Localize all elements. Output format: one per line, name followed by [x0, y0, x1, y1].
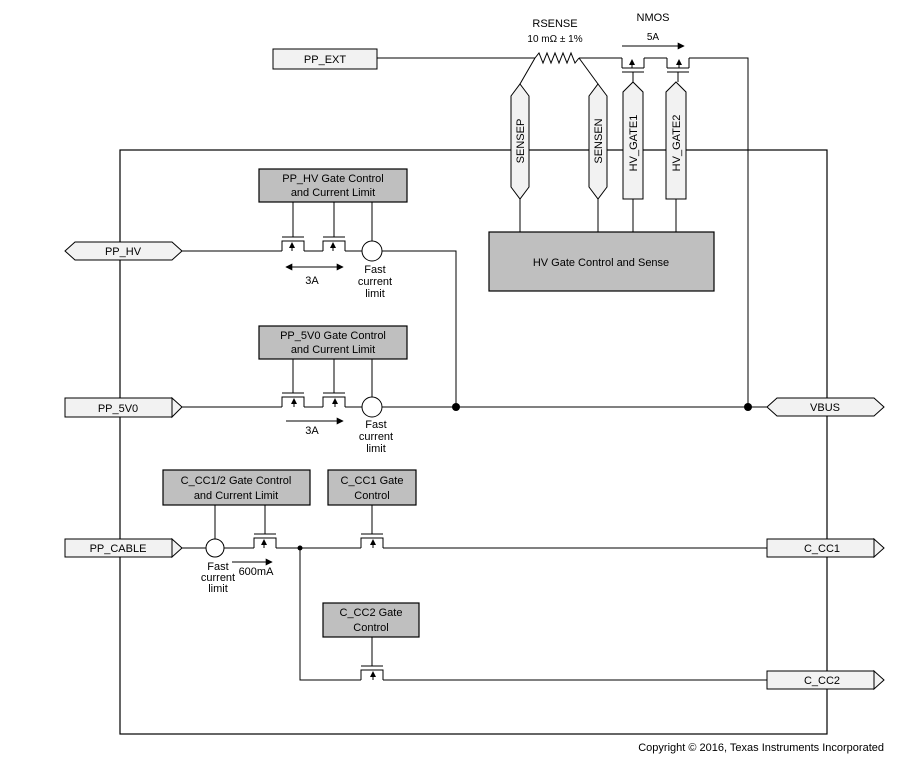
pp-cable-port: PP_CABLE — [64, 537, 183, 559]
rsense-value: 10 mΩ ± 1% — [527, 34, 582, 45]
sensep-pin: SENSEP — [510, 83, 530, 200]
pp-cable-fast-limit-label: Fast current limit — [201, 561, 235, 595]
junction-dot — [452, 403, 460, 411]
nmos-current: 5A — [647, 32, 660, 43]
pp-hv-fast-limit-label: Fast current limit — [358, 264, 392, 300]
pp-5v0-fast-limit-label: Fast current limit — [359, 419, 393, 455]
hv-gate1-pin: HV_GATE1 — [622, 81, 644, 200]
c-cc2-port: C_CC2 — [766, 669, 885, 691]
c-cc1-port: C_CC1 — [766, 537, 885, 559]
svg-text:SENSEP: SENSEP — [515, 119, 527, 164]
c-cc2-gate-control-block: C_CC2 Gate Control — [322, 602, 420, 638]
svg-text:limit: limit — [366, 443, 386, 455]
svg-text:HV_GATE1: HV_GATE1 — [628, 115, 640, 172]
svg-text:Fast: Fast — [365, 419, 386, 431]
vbus-port: VBUS — [766, 397, 885, 417]
pp-ext-port: PP_EXT — [272, 48, 378, 70]
svg-text:and Current Limit: and Current Limit — [194, 490, 278, 502]
pp-5v0-port: PP_5V0 — [64, 396, 183, 419]
pp-ext-label: PP_EXT — [304, 54, 346, 66]
svg-text:limit: limit — [208, 583, 228, 595]
svg-text:C_CC2: C_CC2 — [804, 675, 840, 687]
svg-text:VBUS: VBUS — [810, 402, 840, 414]
svg-text:Fast: Fast — [364, 264, 385, 276]
c-cc1-gate-control-block: C_CC1 Gate Control — [327, 469, 417, 506]
svg-text:HV Gate Control and Sense: HV Gate Control and Sense — [533, 257, 669, 269]
pp-hv-port: PP_HV — [64, 241, 183, 261]
svg-text:Control: Control — [353, 622, 388, 634]
svg-text:PP_HV: PP_HV — [105, 246, 142, 258]
nmos-title: NMOS — [637, 12, 670, 24]
hv-gate2-pin: HV_GATE2 — [665, 81, 687, 200]
rsense-resistor — [534, 51, 580, 65]
copyright-text: Copyright © 2016, Texas Instruments Inco… — [638, 742, 884, 754]
pp-5v0-gate-control-block: PP_5V0 Gate Control and Current Limit — [258, 325, 408, 360]
svg-text:Fast: Fast — [207, 561, 228, 573]
svg-text:and Current Limit: and Current Limit — [291, 187, 375, 199]
pp-5v0-fet-2 — [322, 359, 346, 407]
ic-outline — [119, 149, 828, 735]
svg-text:and Current Limit: and Current Limit — [291, 344, 375, 356]
rsense-title: RSENSE — [532, 18, 577, 30]
svg-text:PP_HV Gate Control: PP_HV Gate Control — [282, 173, 384, 185]
svg-text:PP_5V0 Gate Control: PP_5V0 Gate Control — [280, 330, 386, 342]
nmos-1 — [621, 58, 645, 82]
pp-hv-fet-1 — [281, 202, 305, 251]
sensen-pin: SENSEN — [588, 83, 608, 200]
pp-hv-fet-2 — [322, 202, 346, 251]
svg-text:Control: Control — [354, 490, 389, 502]
pp-5v0-current-sense — [361, 396, 383, 418]
pp-hv-gate-control-block: PP_HV Gate Control and Current Limit — [258, 168, 408, 203]
pp-cable-fet — [253, 505, 277, 548]
pp-5v0-fet-1 — [281, 359, 305, 407]
pp-cable-current-label: 600mA — [239, 566, 275, 578]
svg-text:C_CC1 Gate: C_CC1 Gate — [341, 475, 404, 487]
svg-text:C_CC2 Gate: C_CC2 Gate — [340, 607, 403, 619]
pp-cable-current-sense — [205, 538, 225, 558]
c-cc2-fet — [360, 637, 384, 680]
c-cc1-fet — [360, 505, 384, 548]
svg-text:C_CC1: C_CC1 — [804, 543, 840, 555]
c-cc12-gate-control-block: C_CC1/2 Gate Control and Current Limit — [162, 469, 311, 506]
junction-dot — [744, 403, 752, 411]
svg-text:current: current — [358, 276, 392, 288]
svg-text:PP_5V0: PP_5V0 — [98, 403, 138, 415]
svg-text:SENSEN: SENSEN — [593, 118, 605, 163]
pp-5v0-current-label: 3A — [305, 425, 319, 437]
svg-text:current: current — [201, 572, 235, 584]
pp-hv-current-sense — [361, 240, 383, 262]
hv-gate-control-sense-block: HV Gate Control and Sense — [488, 231, 715, 292]
svg-text:limit: limit — [365, 288, 385, 300]
svg-text:current: current — [359, 431, 393, 443]
svg-text:HV_GATE2: HV_GATE2 — [671, 115, 683, 172]
pp-hv-current-label: 3A — [305, 275, 319, 287]
svg-text:PP_CABLE: PP_CABLE — [90, 543, 147, 555]
svg-text:C_CC1/2 Gate Control: C_CC1/2 Gate Control — [181, 475, 292, 487]
nmos-2 — [666, 58, 690, 82]
